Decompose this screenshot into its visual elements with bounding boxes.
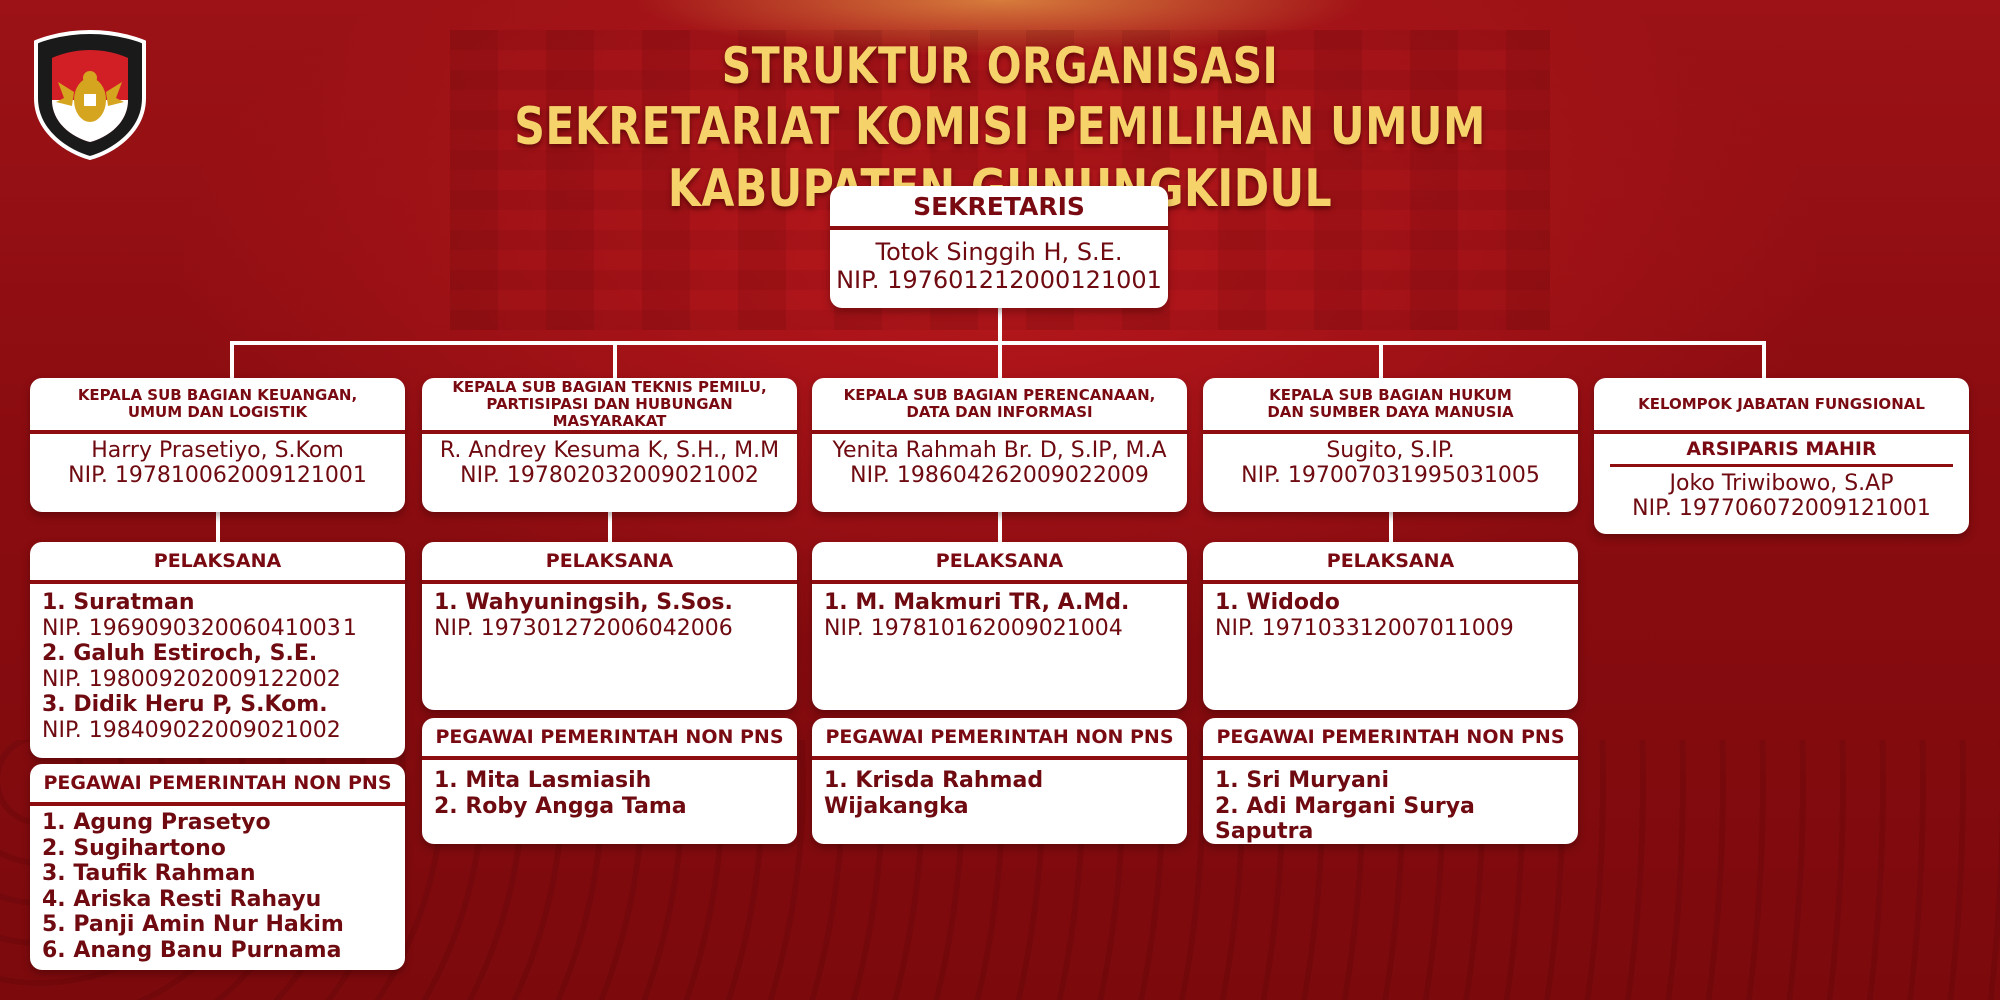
kepala-title-line-1: KEPALA SUB BAGIAN PERENCANAAN, [843, 386, 1156, 404]
nonpns-box-teknis: PEGAWAI PEMERINTAH NON PNS 1. Mita Lasmi… [422, 718, 797, 844]
nonpns-item: 2. Roby Angga Tama [434, 793, 687, 819]
kepala-box-hukum: KEPALA SUB BAGIAN HUKUM DAN SUMBER DAYA … [1203, 378, 1578, 512]
pelaksana-name: 1. Suratman [42, 590, 195, 615]
kepala-title-line-2: UMUM DAN LOGISTIK [127, 403, 308, 421]
nonpns-title: PEGAWAI PEMERINTAH NON PNS [1203, 718, 1578, 760]
nonpns-box-hukum: PEGAWAI PEMERINTAH NON PNS 1. Sri Muryan… [1203, 718, 1578, 844]
pelaksana-name: 1. M. Makmuri TR, A.Md. [824, 590, 1130, 615]
connector-unit-4 [1379, 341, 1383, 379]
connector-fungsional [1762, 341, 1766, 379]
kepala-name: R. Andrey Kesuma K, S.H., M.M [439, 438, 780, 463]
nonpns-item: 1. Sri Muryani [1215, 768, 1390, 793]
nonpns-box-keuangan: PEGAWAI PEMERINTAH NON PNS 1. Agung Pras… [30, 764, 405, 970]
connector-unit-2 [613, 341, 617, 379]
pelaksana-box-teknis: PELAKSANA 1. Wahyuningsih, S.Sos. NIP. 1… [422, 542, 797, 710]
kepala-nip: NIP. 197802032009021002 [460, 463, 759, 488]
kepala-title-line-1: KEPALA SUB BAGIAN TEKNIS PEMILU, [452, 378, 767, 396]
pelaksana-name: 1. Wahyuningsih, S.Sos. [434, 590, 733, 615]
pelaksana-name: 3. Didik Heru P, S.Kom. [42, 692, 328, 717]
sekretaris-name: Totok Singgih H, S.E. [875, 238, 1123, 266]
sekretaris-box: SEKRETARIS Totok Singgih H, S.E. NIP. 19… [830, 186, 1168, 308]
nonpns-item: 5. Panji Amin Nur Hakim [42, 912, 344, 937]
nonpns-item: 3. Taufik Rahman [42, 861, 256, 886]
connector-pelaksana-3 [998, 510, 1002, 544]
kepala-box-perencanaan: KEPALA SUB BAGIAN PERENCANAAN, DATA DAN … [812, 378, 1187, 512]
nonpns-item: 6. Anang Banu Purnama [42, 937, 342, 963]
pelaksana-box-perencanaan: PELAKSANA 1. M. Makmuri TR, A.Md. NIP. 1… [812, 542, 1187, 710]
connector-pelaksana-2 [608, 510, 612, 544]
kepala-name: Yenita Rahmah Br. D, S.IP, M.A [832, 438, 1167, 463]
pelaksana-nip: NIP. 196909032006041003 1 [42, 615, 357, 641]
nonpns-item: 2. Sugihartono [42, 835, 226, 861]
nonpns-title: PEGAWAI PEMERINTAH NON PNS [422, 718, 797, 760]
connector-unit-3 [998, 341, 1002, 379]
kepala-nip: NIP. 198604262009022009 [850, 463, 1149, 488]
fungsional-name: Joko Triwibowo, S.AP [1669, 471, 1894, 496]
pelaksana-box-keuangan: PELAKSANA 1. Suratman NIP. 1969090320060… [30, 542, 405, 758]
kepala-title-line-2: DATA DAN INFORMASI [906, 403, 1093, 421]
fungsional-box: KELOMPOK JABATAN FUNGSIONAL ARSIPARIS MA… [1594, 378, 1969, 534]
kepala-title-line-2: DAN SUMBER DAYA MANUSIA [1267, 403, 1514, 421]
pelaksana-name: 1. Widodo [1215, 590, 1340, 615]
kepala-nip: NIP. 197810062009121001 [68, 463, 367, 488]
pelaksana-nip: NIP. 197810162009021004 [824, 615, 1123, 641]
kepala-box-teknis: KEPALA SUB BAGIAN TEKNIS PEMILU, PARTISI… [422, 378, 797, 512]
kepala-nip: NIP. 197007031995031005 [1241, 463, 1540, 488]
kepala-name: Sugito, S.IP. [1326, 438, 1455, 463]
kepala-title-line-1: KEPALA SUB BAGIAN KEUANGAN, [77, 386, 358, 404]
nonpns-item: 4. Ariska Resti Rahayu [42, 886, 322, 912]
nonpns-item: 2. Adi Margani Surya Saputra [1215, 793, 1475, 845]
nonpns-title: PEGAWAI PEMERINTAH NON PNS [812, 718, 1187, 760]
kpu-logo [32, 28, 148, 161]
fungsional-nip: NIP. 197706072009121001 [1632, 496, 1931, 521]
fungsional-title: KELOMPOK JABATAN FUNGSIONAL [1594, 378, 1969, 434]
nonpns-item: 1. Mita Lasmiasih [434, 768, 652, 793]
connector-pelaksana-4 [1389, 510, 1393, 544]
nonpns-item: 1. Krisda Rahmad Wijakangka [824, 768, 1044, 819]
title-line-1: STRUKTUR ORGANISASI [721, 37, 1279, 95]
pelaksana-name: 2. Galuh Estiroch, S.E. [42, 641, 318, 666]
connector-unit-1 [230, 341, 234, 379]
pelaksana-nip: NIP. 198009202009122002 [42, 666, 341, 692]
connector-sekretaris-down [998, 306, 1002, 344]
nonpns-title: PEGAWAI PEMERINTAH NON PNS [30, 764, 405, 806]
sekretaris-nip: NIP. 197601212000121001 [836, 266, 1162, 294]
kepala-title-line-2: PARTISIPASI DAN HUBUNGAN MASYARAKAT [486, 394, 733, 430]
pelaksana-box-hukum: PELAKSANA 1. Widodo NIP. 197103312007011… [1203, 542, 1578, 710]
pelaksana-title: PELAKSANA [30, 542, 405, 584]
pelaksana-title: PELAKSANA [1203, 542, 1578, 584]
pelaksana-nip: NIP. 197301272006042006 [434, 615, 733, 641]
pelaksana-title: PELAKSANA [422, 542, 797, 584]
kepala-name: Harry Prasetiyo, S.Kom [91, 438, 344, 463]
kepala-title-line-1: KEPALA SUB BAGIAN HUKUM [1269, 386, 1512, 404]
connector-pelaksana-1 [216, 510, 220, 544]
arsiparis-title: ARSIPARIS MAHIR [1686, 438, 1877, 460]
kepala-box-keuangan: KEPALA SUB BAGIAN KEUANGAN, UMUM DAN LOG… [30, 378, 405, 512]
pelaksana-title: PELAKSANA [812, 542, 1187, 584]
pelaksana-nip: NIP. 197103312007011009 [1215, 615, 1514, 641]
nonpns-box-perencanaan: PEGAWAI PEMERINTAH NON PNS 1. Krisda Rah… [812, 718, 1187, 844]
sekretaris-title: SEKRETARIS [830, 186, 1168, 230]
nonpns-item: 1. Agung Prasetyo [42, 810, 271, 835]
divider [1610, 464, 1953, 467]
pelaksana-nip: NIP. 198409022009021002 [42, 717, 341, 743]
